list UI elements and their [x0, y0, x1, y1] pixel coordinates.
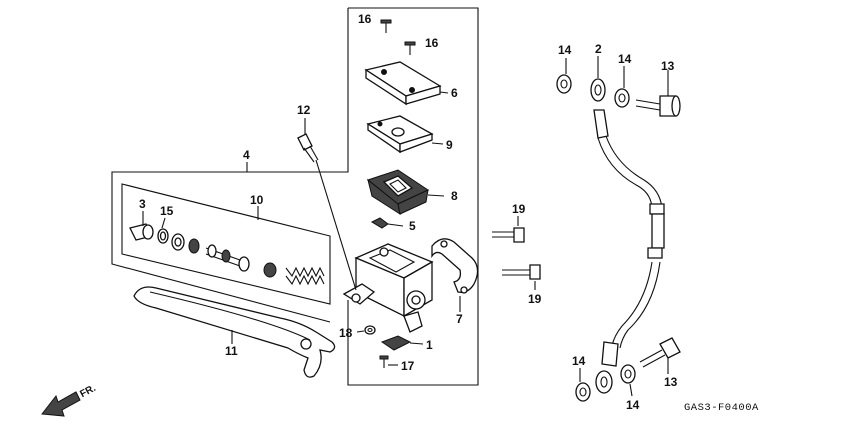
- pivot-washer: [364, 325, 376, 335]
- brake-hose: [590, 78, 665, 394]
- sealing-washer-top-right: [614, 88, 630, 108]
- brake-lever: [133, 286, 336, 378]
- master-cylinder-body: [342, 243, 434, 333]
- sealing-washer-bottom-right: [620, 364, 636, 384]
- handlebar-clamp: [431, 238, 479, 294]
- reservoir-float: [370, 217, 404, 229]
- callout-9: 9: [446, 138, 453, 152]
- callout-15: 15: [160, 204, 174, 218]
- sealing-washer-top-left: [556, 74, 572, 94]
- figure-code: GAS3-F0400A: [684, 402, 759, 414]
- callout-18: 18: [339, 326, 353, 340]
- callout-14-top-left: 14: [558, 43, 572, 57]
- callout-4: 4: [243, 148, 250, 162]
- callout-8: 8: [451, 189, 458, 203]
- callout-13-lower: 13: [664, 375, 678, 389]
- callout-19-lower: 19: [528, 292, 542, 306]
- callout-13-upper: 13: [661, 59, 675, 73]
- callout-16-top: 16: [358, 12, 372, 26]
- callout-2: 2: [595, 42, 602, 56]
- callout-10: 10: [250, 193, 264, 207]
- front-direction-arrow: [41, 391, 81, 417]
- callout-12: 12: [297, 103, 311, 117]
- callout-7: 7: [456, 312, 463, 326]
- cover-screw-second: [404, 41, 416, 55]
- cap-plate: [366, 115, 434, 154]
- brake-light-switch: [380, 335, 424, 351]
- piston-kit-parts: [129, 223, 325, 286]
- sealing-washer-bottom-left: [575, 382, 591, 402]
- callout-17: 17: [401, 359, 415, 373]
- callout-14-bottom-left: 14: [572, 354, 586, 368]
- callout-14-bottom-right: 14: [626, 398, 640, 412]
- reservoir-cap: [364, 61, 442, 106]
- callout-5: 5: [409, 219, 416, 233]
- callout-3: 3: [139, 197, 146, 211]
- callout-16-second: 16: [425, 36, 439, 50]
- switch-screw: [379, 355, 398, 368]
- assembly-bracket-outline: [111, 7, 479, 386]
- banjo-bolt-upper: [635, 95, 681, 117]
- callout-19-upper: 19: [512, 202, 526, 216]
- cover-screw-top: [380, 19, 392, 33]
- callout-6: 6: [451, 86, 458, 100]
- reservoir-diaphragm: [366, 169, 430, 216]
- holder-bolt-upper: [492, 227, 525, 243]
- callout-14-top-right: 14: [618, 52, 632, 66]
- banjo-bolt-lower: [639, 337, 681, 368]
- holder-bolt-lower: [502, 264, 541, 280]
- callout-11: 11: [225, 344, 238, 358]
- callout-1: 1: [426, 338, 433, 352]
- pivot-bolt: [297, 133, 357, 291]
